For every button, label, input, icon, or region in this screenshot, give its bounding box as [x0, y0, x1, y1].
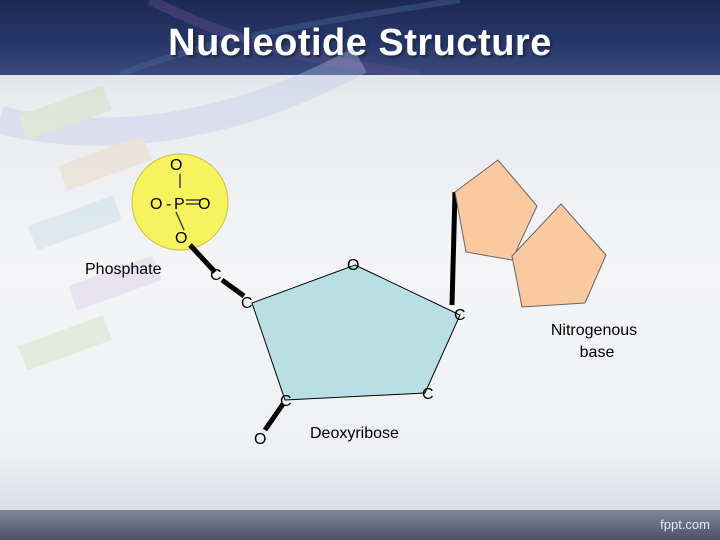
phosphate-atom: P: [174, 196, 185, 213]
nitrogenous-base-label-line2: base: [580, 344, 615, 361]
base-ring-2: [511, 203, 607, 308]
deoxyribose-label: Deoxyribose: [310, 425, 399, 442]
nitrogenous-base-label-line1: Nitrogenous: [551, 322, 637, 339]
phosphate-left-oxygen: O: [150, 196, 162, 213]
base-ring-1: [454, 159, 538, 261]
c5-c4-bond: [220, 277, 246, 299]
phosphate-circle: [131, 153, 229, 251]
sugar-base-bond: [449, 191, 458, 306]
ring-oxygen: O: [347, 257, 359, 274]
phosphate-dash: -: [166, 196, 171, 213]
phosphate-sugar-bond: [188, 243, 217, 274]
phosphate-top-oxygen: O: [170, 157, 182, 174]
phosphate-bottom-oxygen: O: [175, 230, 187, 247]
slide-title: Nucleotide Structure: [168, 22, 552, 64]
phosphate-label: Phosphate: [85, 261, 162, 278]
watermark-text: fppt.com: [660, 517, 710, 532]
header-band: [0, 0, 720, 75]
carbon-2: C: [422, 386, 434, 403]
phosphate-bond-bottom: [175, 211, 185, 231]
hydroxyl-oxygen: O: [254, 431, 266, 448]
footer-band: [0, 510, 720, 540]
dna-helix-decoration: [118, 0, 461, 75]
carbon-1: C: [454, 307, 466, 324]
c3-hydroxyl-bond: [262, 402, 286, 432]
deoxyribose-ring: [251, 264, 461, 401]
background-dna-decoration: [0, 47, 367, 371]
phosphate-right-oxygen: O: [198, 196, 210, 213]
carbon-4: C: [241, 295, 253, 312]
carbon-5: C: [210, 267, 222, 284]
carbon-3: C: [280, 393, 292, 410]
